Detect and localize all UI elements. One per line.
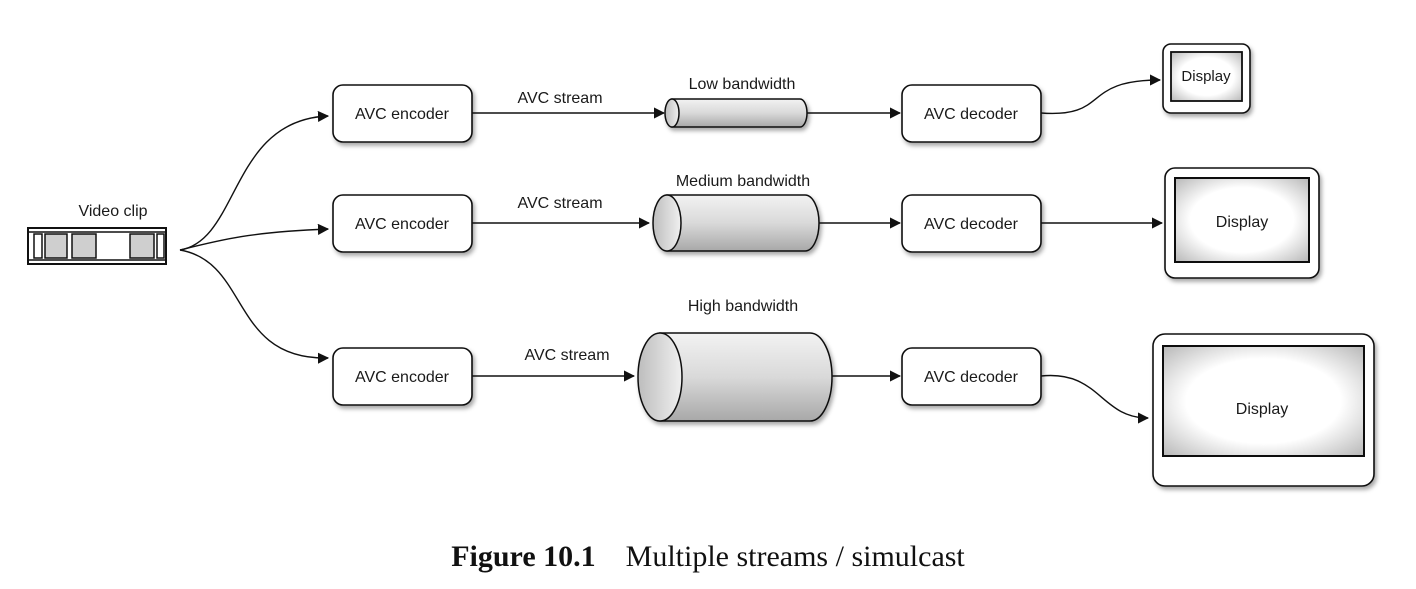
encoder-label: AVC encoder (355, 369, 450, 386)
channel-label: High bandwidth (688, 298, 798, 315)
encoder-label: AVC encoder (355, 106, 450, 123)
low-bandwidth-pipe (664, 98, 808, 128)
row-high-bandwidth: AVC encoder AVC stream High bandwidth AV… (332, 298, 1375, 487)
channel-label: Medium bandwidth (676, 173, 810, 190)
decoder-label: AVC decoder (924, 216, 1019, 233)
figure-number: Figure 10.1 (451, 540, 596, 573)
display-label: Display (1236, 401, 1288, 418)
display-small (1162, 43, 1251, 114)
fanout-connectors (179, 110, 330, 364)
decoder-box (901, 347, 1042, 406)
display-medium (1164, 167, 1320, 279)
medium-bandwidth-pipe (652, 194, 820, 252)
stream-label: AVC stream (517, 195, 602, 212)
stream-label: AVC stream (524, 347, 609, 364)
decoder-label: AVC decoder (924, 106, 1019, 123)
decoder-label: AVC decoder (924, 369, 1019, 386)
display-label: Display (1181, 68, 1231, 85)
video-clip-label: Video clip (78, 203, 147, 220)
figure-caption-text: Multiple streams / simulcast (625, 540, 965, 573)
row-low-bandwidth: AVC encoder AVC stream Low bandwidth AVC… (332, 43, 1251, 143)
display-arrow (1040, 374, 1150, 424)
figure-caption: Figure 10.1 Multiple streams / simulcast (0, 540, 1416, 574)
row-medium-bandwidth: AVC encoder AVC stream Medium bandwidth … (332, 167, 1320, 279)
display-label: Display (1216, 214, 1268, 231)
display-large (1152, 333, 1375, 487)
high-bandwidth-pipe (637, 332, 833, 422)
encoder-label: AVC encoder (355, 216, 450, 233)
channel-label: Low bandwidth (689, 76, 796, 93)
display-arrow (1040, 74, 1162, 115)
video-clip-icon (27, 227, 167, 265)
stream-label: AVC stream (517, 90, 602, 107)
